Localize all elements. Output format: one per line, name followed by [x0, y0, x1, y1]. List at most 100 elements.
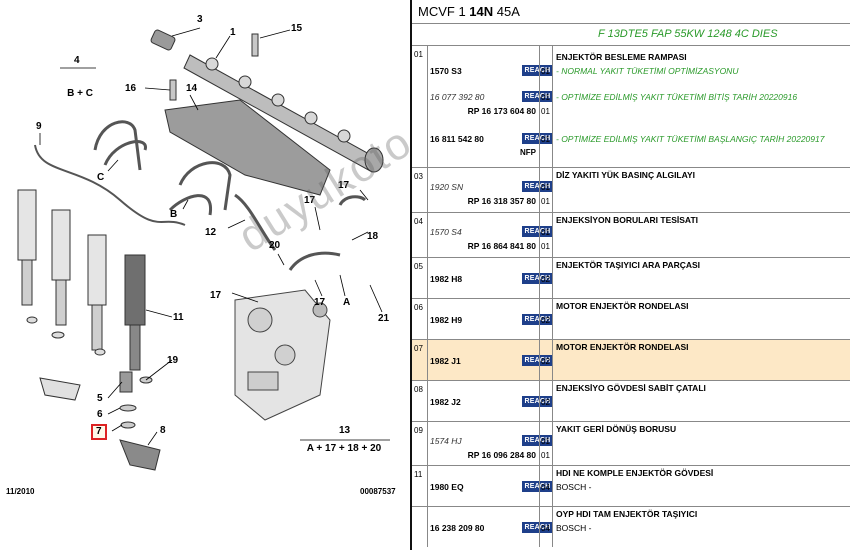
row-number: 05 [412, 258, 428, 298]
part-ref[interactable]: 1570 S4 [430, 227, 462, 237]
qty: 04 [541, 524, 550, 533]
part-title: ENJEKTÖR TAŞIYICI ARA PARÇASI [556, 260, 701, 270]
row-number: 11 [412, 466, 428, 506]
reach-badge: REACH [522, 226, 553, 237]
part-title: DİZ YAKITI YÜK BASINÇ ALGILAYI [556, 170, 696, 180]
qty-cell: 01 01 [539, 422, 553, 465]
qty: 02 [541, 316, 550, 325]
part-ref[interactable]: 1570 S3 [430, 66, 462, 76]
part-ref[interactable]: 1982 J1 [430, 356, 461, 366]
replacement-ref[interactable]: RP 16 864 841 80 [467, 241, 536, 251]
callout-3[interactable]: 3 [197, 14, 203, 25]
callout-17-d[interactable]: 17 [314, 297, 326, 308]
row-number: 09 [412, 422, 428, 465]
callout-9[interactable]: 9 [36, 121, 42, 132]
callout-17-c[interactable]: 17 [210, 290, 222, 301]
callout-20[interactable]: 20 [269, 240, 281, 251]
part-title: ENJEKTÖR BESLEME RAMPASI [556, 52, 687, 62]
part-ref[interactable]: 16 811 542 80 [430, 134, 484, 144]
callout-21[interactable]: 21 [378, 313, 390, 324]
part-ref[interactable]: 16 077 392 80 [430, 92, 485, 102]
part-ref[interactable]: 16 238 209 80 [430, 523, 485, 533]
callout-11[interactable]: 11 [173, 312, 184, 323]
callout-5[interactable]: 5 [97, 393, 103, 404]
part-ref[interactable]: 1920 SN [430, 182, 464, 192]
callout-12[interactable]: 12 [205, 227, 217, 238]
callout-16[interactable]: 16 [125, 83, 137, 94]
row-number: 03 [412, 168, 428, 212]
part-title: ENJEKSİYO GÖVDESİ SABİT ÇATALI [556, 383, 706, 393]
model-header-suffix: 45A [493, 4, 520, 19]
part-brand: BOSCH - [556, 523, 592, 533]
part-ref[interactable]: 1982 H8 [430, 274, 463, 284]
replacement-ref[interactable]: RP 16 173 604 80 [467, 106, 536, 116]
callout-15[interactable]: 15 [291, 23, 303, 34]
reach-badge: REACH [522, 522, 553, 533]
qty: 01 [541, 228, 550, 237]
callout-19[interactable]: 19 [167, 355, 179, 366]
callout-17-b[interactable]: 17 [338, 180, 350, 191]
part-ref[interactable]: 1574 HJ [430, 436, 462, 446]
callout-17-a[interactable]: 17 [304, 195, 316, 206]
callout-18[interactable]: 18 [367, 231, 379, 242]
callout-13[interactable]: 13 [339, 425, 351, 436]
callout-A[interactable]: A [343, 297, 351, 308]
part-title: YAKIT GERİ DÖNÜŞ BORUSU [556, 424, 677, 434]
callout-B[interactable]: B [170, 209, 178, 220]
parts-row-03[interactable]: 03 1920 SN REACH RP 16 318 357 80 01 01 D… [412, 168, 850, 213]
reach-badge: REACH [522, 314, 553, 325]
callout-C[interactable]: C [97, 172, 105, 183]
reach-badge: REACH [522, 133, 553, 144]
qty-cell: 04 [539, 507, 553, 547]
qty-cell: 04 [539, 466, 553, 506]
callout-14[interactable]: 14 [186, 83, 198, 94]
parts-row-11[interactable]: 11 1980 EQ REACH 04 HDI NE KOMPLE ENJEKTÖ… [412, 466, 850, 507]
part-title: HDI NE KOMPLE ENJEKTÖR GÖVDESİ [556, 468, 714, 478]
part-ref[interactable]: 1982 H9 [430, 315, 463, 325]
diagram-id: 00087537 [360, 487, 396, 496]
reach-badge: REACH [522, 181, 553, 192]
qty: 01 [541, 135, 550, 144]
qty: 04 [541, 483, 550, 492]
engine-subheader: F 13DTE5 FAP 55KW 1248 4C DIES [412, 24, 850, 46]
diagram-date: 11/2010 [6, 487, 35, 496]
qty: 02 [541, 357, 550, 366]
callout-4[interactable]: 4 [74, 55, 80, 66]
ref-cell: 1920 SN REACH RP 16 318 357 80 [428, 168, 553, 212]
qty: 01 [541, 437, 550, 446]
part-ref[interactable]: 1982 J2 [430, 397, 461, 407]
ref-cell: 1570 S4 REACH RP 16 864 841 80 [428, 213, 553, 257]
row-number: 07 [412, 340, 428, 380]
part-title: MOTOR ENJEKTÖR RONDELASI [556, 301, 689, 311]
qty-cell: 01 01 01 01 [539, 46, 553, 167]
parts-row-11b[interactable]: 16 238 209 80 REACH 04 OYP HDI TAM ENJEKT… [412, 507, 850, 547]
callout-6[interactable]: 6 [97, 409, 103, 420]
qty: 01 [541, 93, 550, 102]
callout-7-highlighted[interactable]: 7 [91, 424, 107, 440]
row-number [412, 507, 428, 547]
reach-badge: REACH [522, 481, 553, 492]
callout-1[interactable]: 1 [230, 27, 236, 38]
qty: 01 [541, 183, 550, 192]
part-title: ENJEKSİYON BORULARI TESİSATI [556, 215, 698, 225]
qty-cell: 01 01 [539, 213, 553, 257]
part-title: OYP HDI TAM ENJEKTÖR TAŞIYICI [556, 509, 698, 519]
callout-8[interactable]: 8 [160, 425, 166, 436]
row-number: 08 [412, 381, 428, 421]
part-ref[interactable]: 1980 EQ [430, 482, 464, 492]
replacement-ref[interactable]: RP 16 318 357 80 [467, 196, 536, 206]
qty: 01 [541, 197, 550, 206]
qty-cell: 02 [539, 340, 553, 380]
replacement-ref[interactable]: RP 16 096 284 80 [467, 450, 536, 460]
part-title: MOTOR ENJEKTÖR RONDELASI [556, 342, 689, 352]
